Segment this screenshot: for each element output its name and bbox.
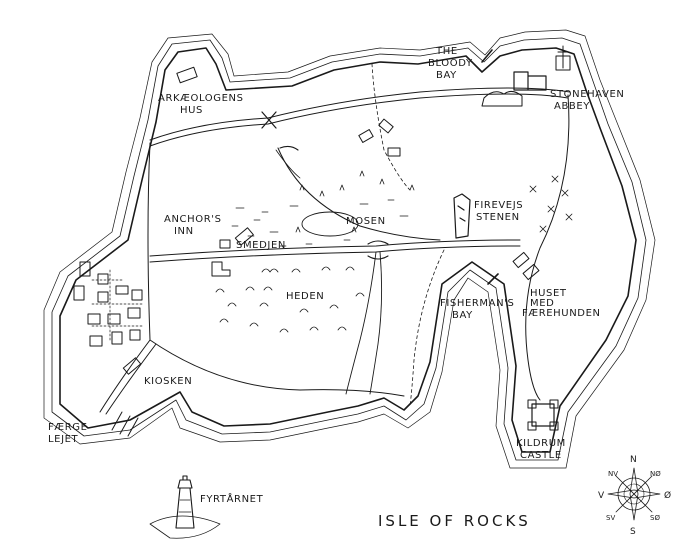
road-main-west-lower <box>149 93 569 147</box>
label-anchors-inn-2: INN <box>174 226 194 237</box>
smedjen-building <box>219 239 231 249</box>
coast-surf-outer <box>43 29 656 469</box>
label-bloody-bay-2: BLOODY <box>428 58 473 69</box>
bridge-central <box>367 240 389 260</box>
label-faergelejet-2: LEJET <box>48 434 79 445</box>
label-kiosken: KIOSKEN <box>144 376 192 387</box>
label-abbey-2: ABBEY <box>554 101 590 112</box>
label-arkaeologens-2: HUS <box>180 105 203 116</box>
label-fishermans-1: FISHERMAN'S <box>440 298 514 309</box>
stream <box>275 149 383 395</box>
ferry-pier <box>111 411 139 437</box>
island-coastline <box>43 29 656 469</box>
label-heden: HEDEN <box>286 291 324 302</box>
road-cross-middle <box>149 239 521 257</box>
fishermans-house <box>512 251 530 269</box>
label-bloody-bay-1: THE <box>435 46 458 57</box>
bridge-north <box>261 111 277 129</box>
road-network <box>99 63 571 415</box>
compass-s: S <box>630 527 636 537</box>
huset-faerehunden-building <box>522 263 540 281</box>
label-huset-2: MED <box>530 298 554 309</box>
road-central-diagonal <box>277 147 441 241</box>
bloody-bay-marker <box>481 49 493 63</box>
label-huset-3: FÆREHUNDEN <box>522 308 601 319</box>
compass-rose <box>607 467 661 521</box>
coast-surf-mid <box>51 37 647 461</box>
fyrtaarnet-island <box>149 475 221 539</box>
path-north-dashed <box>371 63 411 191</box>
firevejs-stenen-stone <box>453 193 471 239</box>
kiosken-building <box>122 357 142 375</box>
compass-o: Ø <box>664 490 671 501</box>
map-title: ISLE OF ROCKS <box>378 512 531 530</box>
road-to-ferry <box>99 339 151 413</box>
anchors-inn-building <box>234 227 254 246</box>
road-loop-west <box>147 142 151 341</box>
map-labels: THE BLOODY BAY STONEHAVEN ABBEY ARKÆOLOG… <box>48 46 671 537</box>
stonehaven-abbey <box>481 45 571 107</box>
compass-sv: SV <box>606 514 615 522</box>
road-to-ferry-2 <box>105 343 157 415</box>
label-mosen: MOSEN <box>346 216 386 227</box>
kildrum-castle <box>527 399 559 431</box>
label-kildrum-2: CASTLE <box>520 450 562 461</box>
fishermans-bay-marker <box>487 273 499 285</box>
compass-so: SØ <box>650 514 660 522</box>
heden-building <box>211 261 231 277</box>
bridges <box>261 111 389 260</box>
coast-main <box>59 47 637 453</box>
forest-stars <box>529 175 573 233</box>
town-grid <box>73 261 143 347</box>
arkaeologens-hus-building <box>176 66 198 84</box>
label-fishermans-2: BAY <box>452 310 473 321</box>
farm-building-1 <box>358 129 374 143</box>
mosen-swamp <box>231 170 415 247</box>
label-abbey-1: STONEHAVEN <box>550 89 625 100</box>
label-huset-1: HUSET <box>530 288 567 299</box>
farm-building-3 <box>387 147 401 157</box>
label-faergelejet-1: FÆRGE <box>48 422 88 433</box>
label-firevejs-1: FIREVEJS <box>474 200 523 211</box>
road-south <box>149 339 405 397</box>
buildings <box>73 66 540 375</box>
compass-nv: NV <box>608 470 618 478</box>
bridge-stream-north <box>279 145 299 151</box>
label-arkaeologens-1: ARKÆOLOGENS <box>158 93 244 104</box>
road-main-west-upper <box>149 87 571 141</box>
compass-no: NØ <box>650 470 661 478</box>
compass-n: N <box>630 455 637 465</box>
label-fyrtaarnet: FYRTÅRNET <box>200 492 264 505</box>
label-kildrum-1: KILDRUM <box>516 438 566 449</box>
road-cross-middle-2 <box>149 245 521 263</box>
compass-v: V <box>598 491 605 501</box>
farm-building-2 <box>378 118 394 134</box>
label-smedjen: SMEDJEN <box>236 240 286 251</box>
road-east <box>525 94 570 401</box>
label-anchors-inn-1: ANCHOR'S <box>164 214 222 225</box>
label-bloody-bay-3: BAY <box>436 70 457 81</box>
path-south-dashed <box>409 249 445 407</box>
heden-heath <box>215 266 365 333</box>
label-firevejs-2: STENEN <box>476 212 520 223</box>
lighthouse-icon <box>175 475 195 529</box>
